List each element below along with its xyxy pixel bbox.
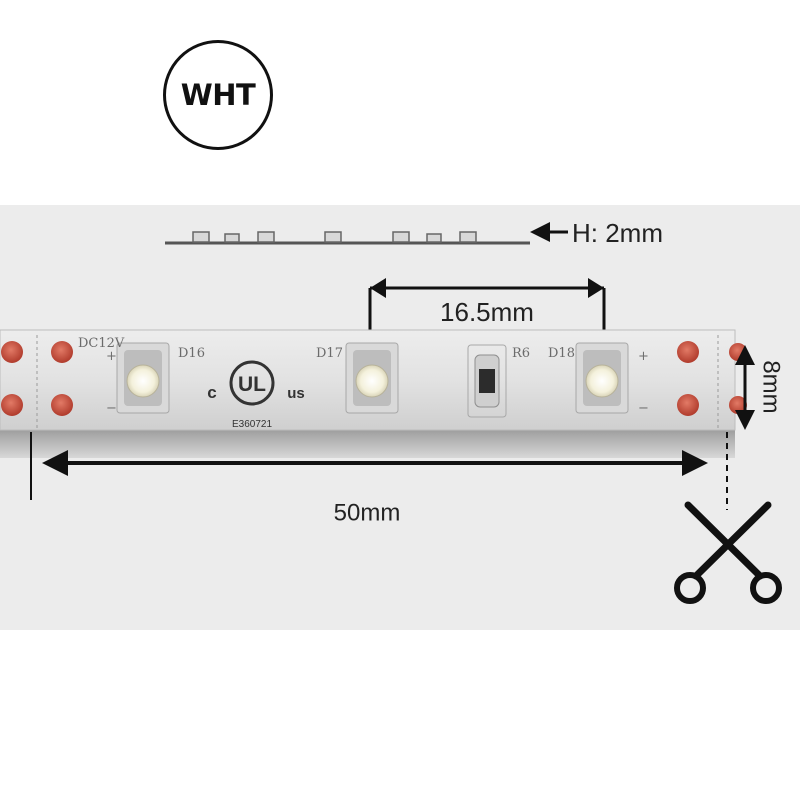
profile-led <box>257 231 275 243</box>
led-label-d17: D17 <box>316 346 343 361</box>
color-badge: WHT <box>163 40 273 150</box>
arrow-icon <box>735 345 755 365</box>
profile-led <box>426 233 442 243</box>
led-label-d16: D16 <box>178 346 205 361</box>
plus-marker: + <box>106 349 117 364</box>
minus-marker: − <box>638 401 649 416</box>
led-d18 <box>575 342 629 414</box>
ul-logo-text: UL <box>238 373 266 396</box>
side-profile <box>165 231 530 245</box>
led-label-d18: D18 <box>548 346 575 361</box>
strip-shadow <box>0 428 735 458</box>
scissors-icon <box>674 501 782 604</box>
solder-pad <box>51 341 73 363</box>
led-d17 <box>345 342 399 414</box>
width-label: 8mm <box>758 360 785 413</box>
profile-led <box>224 233 240 243</box>
solder-pad <box>51 394 73 416</box>
profile-led <box>192 231 210 243</box>
arrow-icon <box>42 450 68 476</box>
solder-pad <box>1 341 23 363</box>
resistor-r6 <box>467 344 507 418</box>
profile-led <box>324 231 342 243</box>
voltage-label: DC12V <box>78 336 125 351</box>
length-label: 50mm <box>334 499 401 526</box>
profile-led <box>392 231 410 243</box>
ul-c-mark: c <box>207 383 216 402</box>
ul-certification-mark: UL c us E360721 <box>207 360 305 430</box>
profile-led <box>459 231 477 243</box>
resistor-label: R6 <box>512 346 530 361</box>
led-strip: DC12V D16 D17 R6 D18 + − + − UL c us E36… <box>0 329 747 458</box>
solder-pad <box>1 394 23 416</box>
led-d16 <box>116 342 170 414</box>
length-dimension <box>30 432 728 510</box>
width-dimension <box>735 345 755 430</box>
pitch-label: 16.5mm <box>440 297 534 327</box>
plus-marker: + <box>638 349 649 364</box>
arrow-icon <box>735 410 755 430</box>
minus-marker: − <box>106 401 117 416</box>
solder-pad <box>677 394 699 416</box>
solder-pad <box>729 396 747 414</box>
solder-pad <box>677 341 699 363</box>
arrow-icon <box>370 278 386 298</box>
height-label: H: 2mm <box>572 218 663 248</box>
ul-circle <box>229 360 275 406</box>
arrow-icon <box>588 278 604 298</box>
ul-us-mark: us <box>287 385 305 402</box>
height-arrow-icon <box>530 222 568 242</box>
arrow-icon <box>682 450 708 476</box>
badge-label: WHT <box>180 78 256 112</box>
ul-file-number: E360721 <box>232 419 272 430</box>
